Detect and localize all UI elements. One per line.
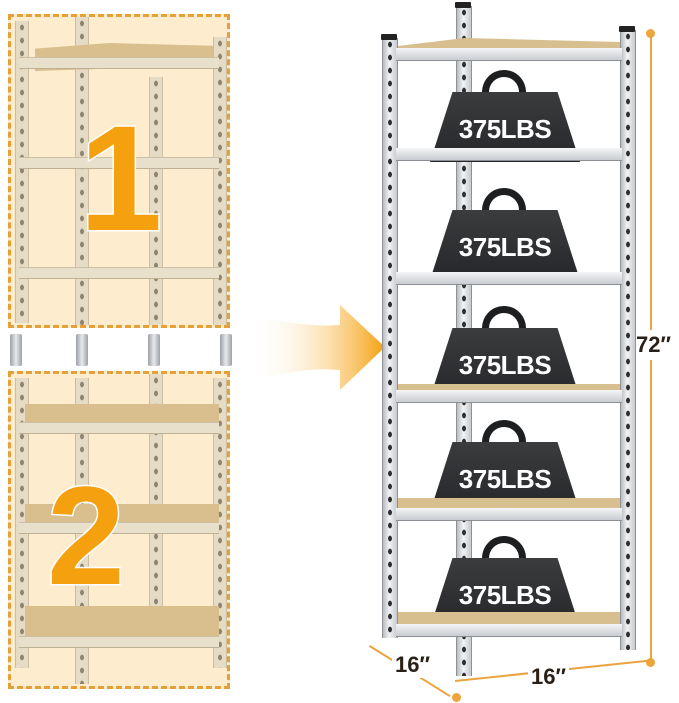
upper-shelf-unit: 1 — [8, 14, 230, 328]
shelf-beam — [396, 148, 622, 161]
width-dimension-label: 16″ — [528, 664, 570, 690]
shelf-beam — [19, 157, 219, 169]
weight-label: 375LBS — [458, 580, 552, 610]
shelf-beam — [396, 508, 622, 521]
shelf-post — [75, 17, 89, 325]
weight-label: 375LBS — [458, 464, 552, 494]
connector-piece — [220, 334, 232, 366]
shelf-post — [213, 378, 227, 668]
step-1-number: 1 — [77, 94, 163, 262]
weight-block: 375LBS — [430, 188, 580, 280]
steel-shelf-unit: 375LBS 375LBS 375LBS 375LBS 375LBS — [378, 0, 678, 703]
shelf-post — [620, 30, 636, 650]
shelf-beam — [19, 636, 219, 648]
shelf-beam — [19, 57, 219, 69]
weight-body — [430, 210, 580, 280]
weight-handle — [482, 536, 526, 570]
weight-handle — [482, 70, 526, 104]
shelf-beam — [396, 390, 622, 403]
post-cap — [455, 2, 471, 8]
shelf-beam — [396, 624, 622, 637]
shelf-board — [398, 612, 620, 626]
connector-piece — [148, 334, 160, 366]
step-2-number: 2 — [46, 457, 127, 614]
weight-handle — [482, 420, 526, 454]
lower-shelf-unit: 2 — [8, 371, 230, 689]
weight-label: 375LBS — [458, 350, 552, 380]
arrow-right-icon — [250, 305, 385, 390]
post-cap — [619, 26, 635, 32]
shelf-board — [398, 498, 620, 510]
shelf-post — [149, 374, 163, 614]
connector-piece — [10, 334, 22, 366]
shelf-post — [15, 21, 29, 323]
shelf-beam — [19, 422, 219, 434]
shelf-post — [149, 77, 163, 325]
shelf-beam — [396, 48, 622, 61]
shelf-post — [382, 38, 398, 638]
shelf-post — [213, 37, 227, 325]
dimension-dot — [646, 658, 655, 667]
weight-label: 375LBS — [458, 232, 552, 262]
shelf-board — [25, 404, 219, 426]
weight-label: 375LBS — [458, 114, 552, 144]
connector-piece — [76, 334, 88, 366]
height-dimension-label: 72″ — [636, 330, 672, 360]
shelf-board — [25, 606, 219, 640]
shelf-beam — [19, 267, 219, 279]
dimension-dot — [452, 693, 461, 702]
shelf-board — [398, 384, 620, 392]
weight-handle — [482, 188, 526, 222]
post-cap — [381, 34, 397, 40]
weight-handle — [482, 306, 526, 340]
shelf-beam — [396, 272, 622, 285]
connector-row — [8, 330, 232, 370]
shelf-beam — [19, 522, 219, 534]
depth-dimension-label: 16″ — [392, 652, 434, 678]
shelf-board — [25, 504, 219, 526]
